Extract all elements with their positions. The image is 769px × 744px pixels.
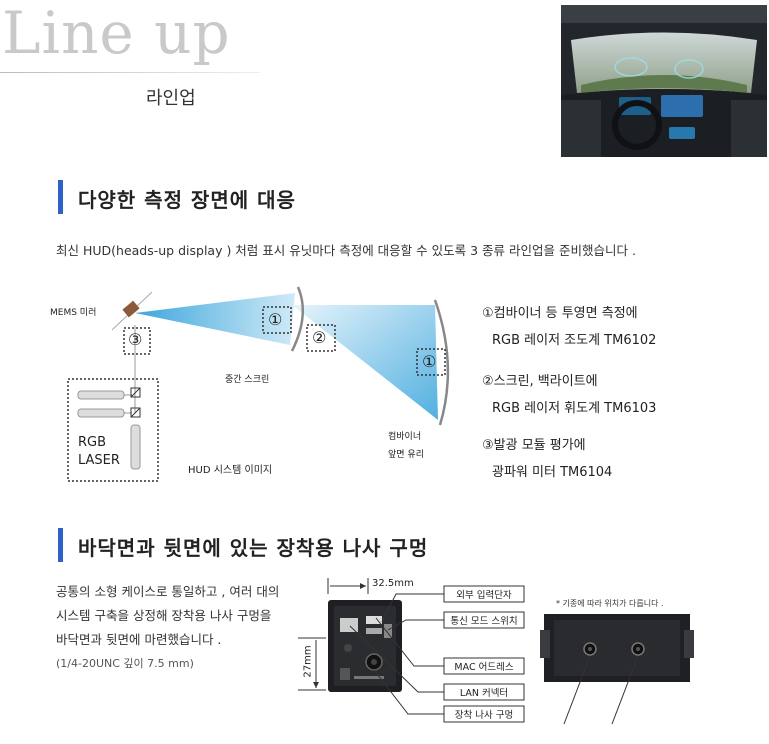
lineup-item-1-model: RGB 레이저 조도계 TM6102 bbox=[492, 333, 657, 348]
callout-mode-switch: 통신 모드 스위치 bbox=[450, 616, 518, 627]
section1-description: 최신 HUD(heads-up display ) 처럼 표시 유닛마다 측정에… bbox=[56, 243, 636, 258]
para-note: (1/4-20UNC 깊이 7.5 mm) bbox=[56, 657, 194, 670]
mac-label-icon bbox=[366, 616, 382, 624]
section1-title: 다양한 측정 장면에 대응 bbox=[78, 188, 296, 212]
laser-tube-2 bbox=[77, 408, 125, 418]
rgb-label: RGB bbox=[78, 435, 107, 450]
combiner-arc bbox=[433, 299, 450, 426]
marker-box-1b bbox=[416, 348, 446, 376]
mid-screen-label: 중간 스크린 bbox=[225, 375, 270, 385]
device-side-figure: * 기종에 따라 위치가 다릅니다 . bbox=[540, 594, 768, 725]
mems-mirror-icon bbox=[122, 300, 140, 318]
combiner-label-1: 컴바이너 bbox=[388, 432, 422, 442]
marker-1b: ① bbox=[422, 352, 437, 371]
device-rear-figure: 32.5mm 27mm 외부 입력단자 통신 모드 스위치 MAC 어드레스 L… bbox=[296, 572, 531, 740]
laser-tube-1 bbox=[77, 390, 125, 400]
marker-box-3 bbox=[123, 327, 151, 355]
beam-splitter-2 bbox=[130, 407, 141, 418]
callout-screw-hole: 장착 나사 구멍 bbox=[454, 710, 514, 721]
lineup-item-2-use: ②스크린, 백라이트에 bbox=[482, 374, 598, 389]
lineup-item-3-use: ③발광 모듈 평가에 bbox=[482, 438, 586, 453]
callout-mac-address: MAC 어드레스 bbox=[454, 662, 514, 673]
marker-2: ② bbox=[312, 328, 327, 347]
beam-to-screen bbox=[135, 293, 295, 345]
hud-system-diagram: MEMS 미러 ③ ① ② ① 중간 스크린 컴바이너 앞면 유리 HUD 시스… bbox=[40, 285, 480, 485]
car-cockpit-photo bbox=[561, 5, 767, 157]
mode-switch-icon bbox=[384, 624, 392, 638]
marker-box-2 bbox=[306, 324, 336, 352]
callout-external-input: 외부 입력단자 bbox=[456, 590, 512, 601]
section2-paragraph: 공통의 소형 케이스로 통일하고 , 여러 대의 시스템 구축을 상정해 장착용… bbox=[56, 580, 279, 676]
marker-3: ③ bbox=[128, 330, 143, 349]
lineup-item-2-model: RGB 레이저 휘도계 TM6103 bbox=[492, 401, 657, 416]
lineup-item-1: ①컴바이너 등 투영면 측정에 RGB 레이저 조도계 TM6102 bbox=[482, 300, 656, 354]
callout-lan-connector: LAN 커넥터 bbox=[459, 688, 509, 699]
page-title: Line up bbox=[2, 0, 231, 67]
page-subtitle: 라인업 bbox=[146, 88, 196, 109]
section2-title: 바닥면과 뒷면에 있는 장착용 나사 구멍 bbox=[78, 536, 429, 560]
system-label: HUD 시스템 이미지 bbox=[188, 465, 273, 476]
para-line-3: 바닥면과 뒷면에 마련했습니다 . bbox=[56, 632, 222, 647]
lineup-item-3-model: 광파워 미터 TM6104 bbox=[492, 465, 613, 480]
dim-width-label: 32.5mm bbox=[372, 578, 414, 589]
laser-tube-3 bbox=[130, 424, 141, 470]
side-note: * 기종에 따라 위치가 다릅니다 . bbox=[556, 599, 664, 608]
combiner-label-2: 앞면 유리 bbox=[388, 450, 424, 460]
lineup-item-2: ②스크린, 백라이트에 RGB 레이저 휘도계 TM6103 bbox=[482, 368, 656, 422]
title-underline bbox=[0, 72, 260, 73]
para-line-2: 시스템 구축을 상정해 장착용 나사 구멍을 bbox=[56, 608, 272, 623]
lineup-item-1-use: ①컴바이너 등 투영면 측정에 bbox=[482, 306, 638, 321]
para-line-1: 공통의 소형 케이스로 통일하고 , 여러 대의 bbox=[56, 584, 280, 599]
laser-label: LASER bbox=[78, 453, 120, 468]
laser-module-box bbox=[67, 378, 159, 482]
section1-accent-bar bbox=[58, 180, 63, 214]
lan-port-icon bbox=[340, 618, 358, 632]
mid-screen-arc bbox=[290, 286, 304, 352]
section2-accent-bar bbox=[58, 528, 63, 562]
beam-to-combiner bbox=[292, 305, 438, 420]
lineup-item-3: ③발광 모듈 평가에 광파워 미터 TM6104 bbox=[482, 432, 612, 486]
marker-box-1a bbox=[262, 306, 292, 334]
dim-height-label: 27mm bbox=[302, 645, 314, 678]
marker-1a: ① bbox=[268, 310, 283, 329]
mems-label: MEMS 미러 bbox=[50, 308, 97, 318]
beam-splitter-1 bbox=[130, 387, 141, 398]
